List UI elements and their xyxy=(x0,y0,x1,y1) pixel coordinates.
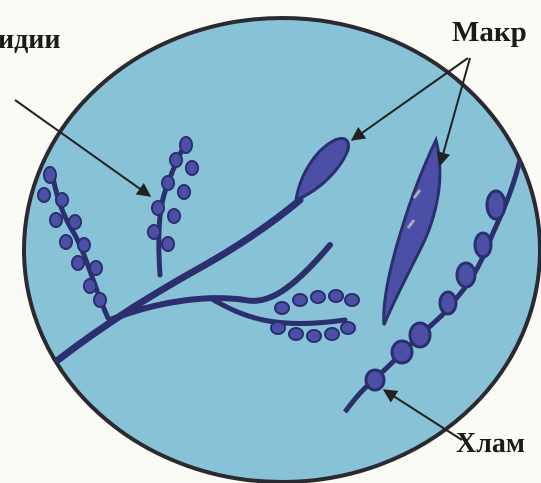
microconidia-label: идии xyxy=(0,26,61,54)
chlamydospores-label: Хлам xyxy=(456,430,525,458)
macroconidia-label: Макр xyxy=(452,18,527,47)
